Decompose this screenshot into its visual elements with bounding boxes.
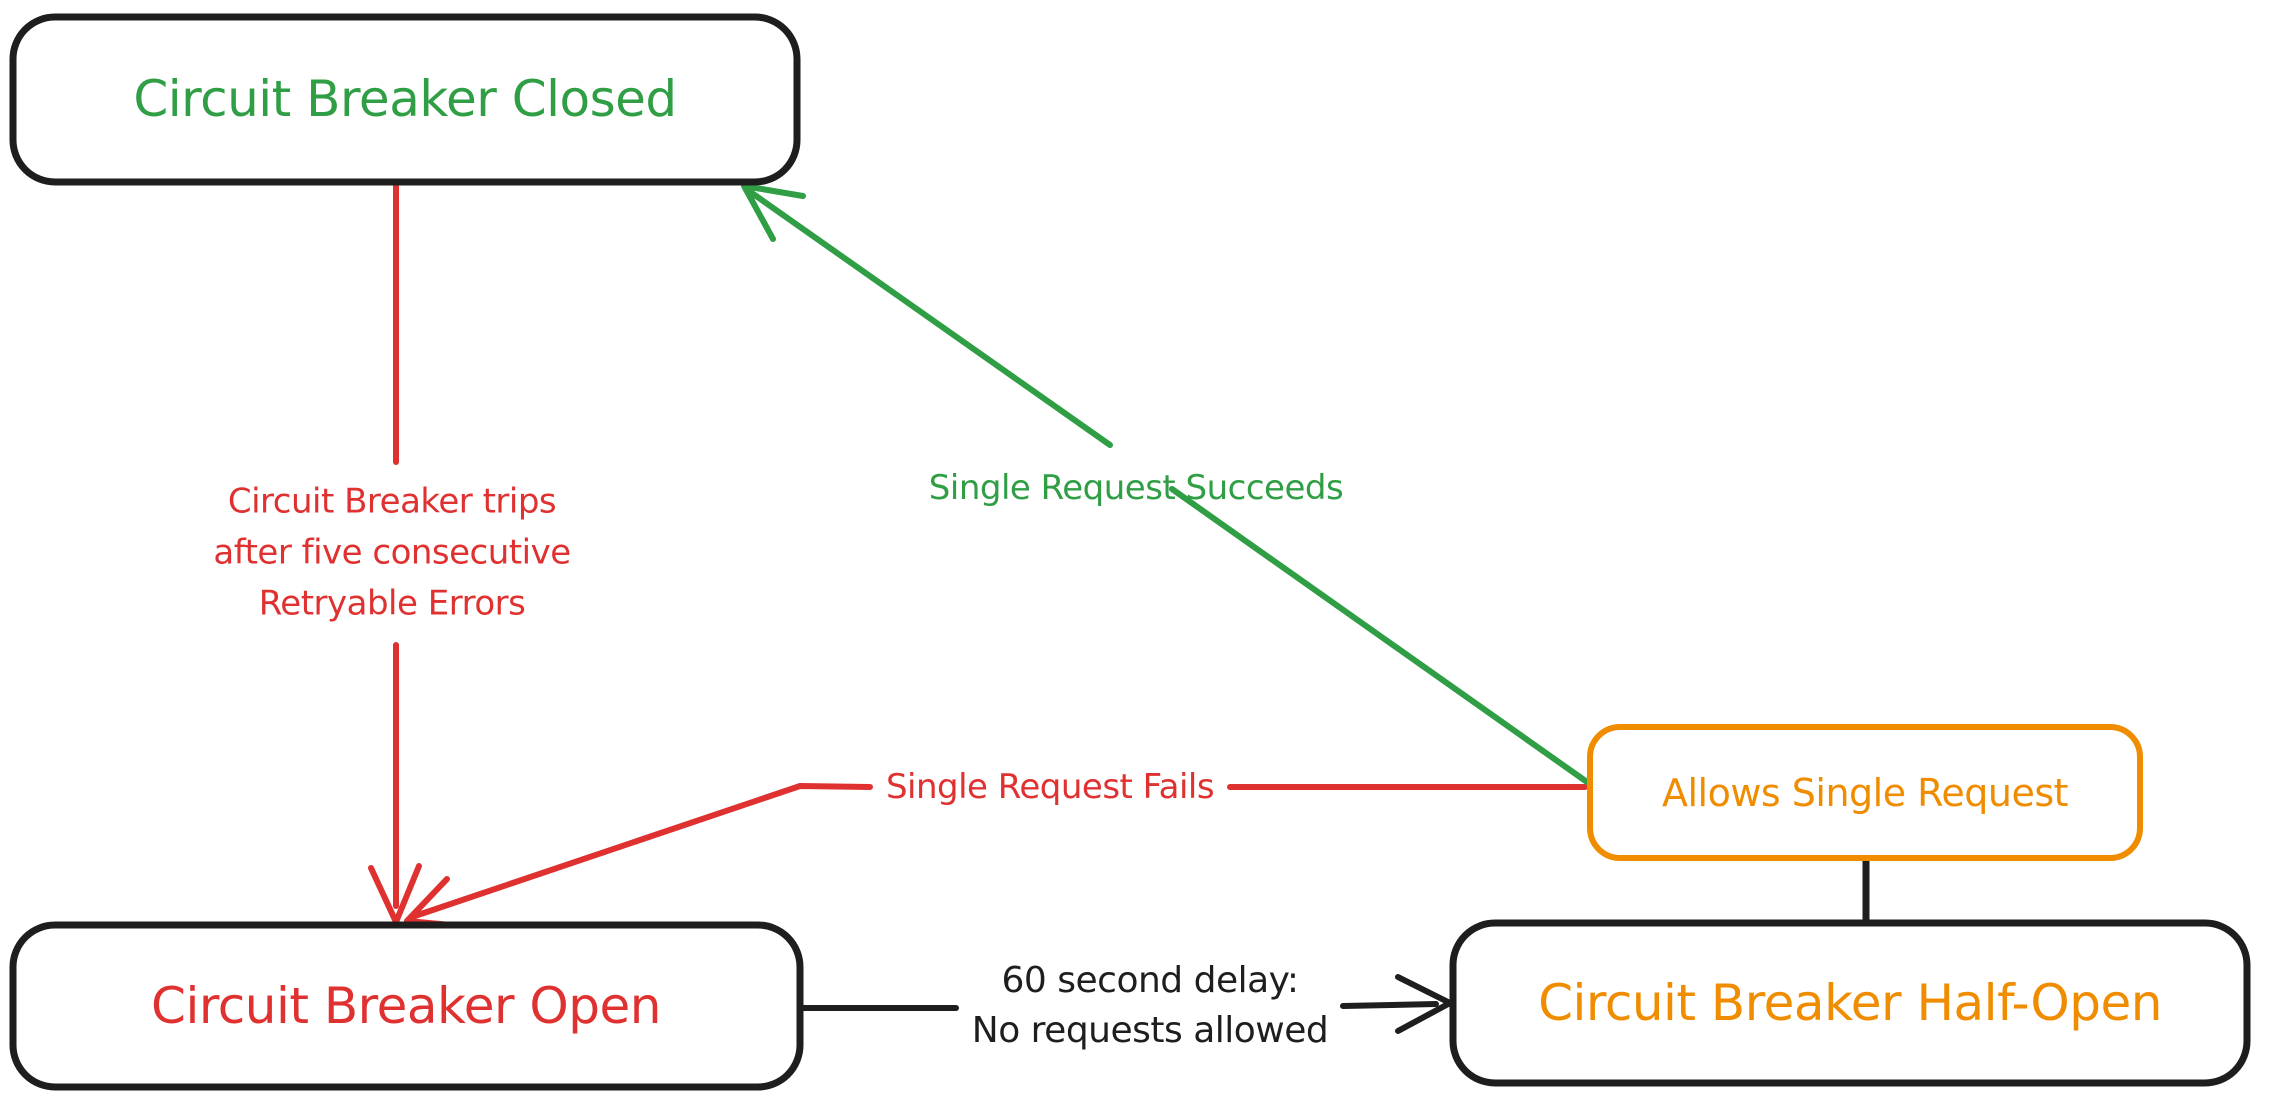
node-half-open-box <box>1449 919 2251 1087</box>
edge-trip-label: Circuit Breaker trips after five consecu… <box>213 477 571 630</box>
edge-delay-label-line1: 60 second delay: <box>1001 960 1299 1001</box>
node-allows-single-request-label: Allows Single Request <box>1661 771 2069 815</box>
edge-trip-label-line1: Circuit Breaker trips <box>227 481 557 522</box>
edge-succeed-label: Single Request Succeeds <box>928 468 1344 508</box>
edge-delay-label: 60 second delay: No requests allowed <box>971 956 1329 1056</box>
edge-fail-label: Single Request Fails <box>885 767 1215 807</box>
node-allows-single-request-box <box>1587 724 2143 861</box>
node-open-label: Circuit Breaker Open <box>151 977 661 1035</box>
edge-trip-arrow <box>368 181 422 925</box>
edge-delay-label-line2: No requests allowed <box>971 1010 1329 1051</box>
edge-succeed-arrow <box>741 183 1590 785</box>
edge-fail-arrow <box>404 783 1588 929</box>
node-closed-label: Circuit Breaker Closed <box>133 70 677 128</box>
edge-trip-label-line2: after five consecutive <box>213 532 571 573</box>
node-closed-box <box>9 13 801 186</box>
node-open-box <box>9 921 804 1091</box>
edge-trip-label-line3: Retryable Errors <box>258 583 526 624</box>
node-half-open-label: Circuit Breaker Half-Open <box>1538 974 2162 1032</box>
edge-delay-arrow <box>798 974 1453 1034</box>
